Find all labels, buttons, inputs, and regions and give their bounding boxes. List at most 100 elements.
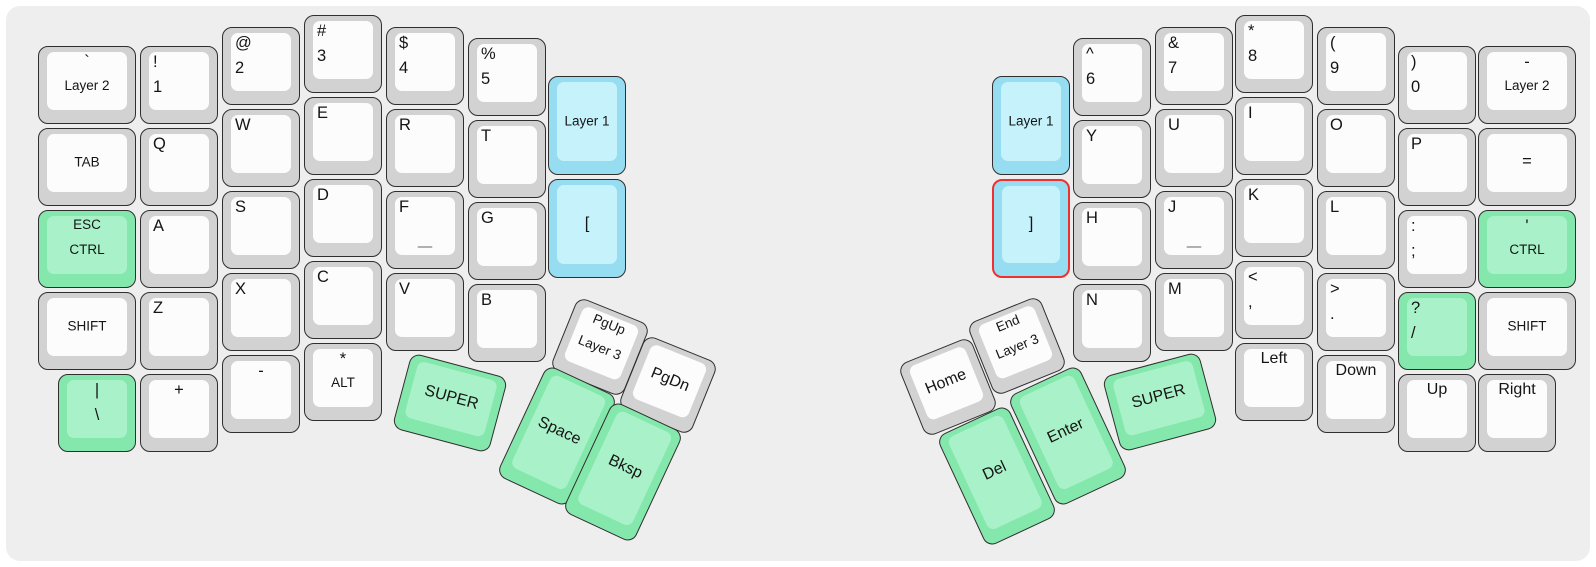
key-y[interactable]: Y [1073, 120, 1151, 198]
keycap-face: I [1244, 103, 1304, 161]
key-num-5[interactable]: %5 [468, 38, 546, 116]
key-legend: ' [1525, 217, 1529, 235]
keycap-face: SHIFT [47, 298, 127, 356]
key-arrow-up[interactable]: Up [1398, 374, 1476, 452]
key-legend: Bksp [605, 451, 646, 483]
keycap-face: M [1164, 279, 1224, 337]
key-tab[interactable]: TAB [38, 128, 136, 206]
key-legend: $ [399, 34, 409, 52]
keycap-face: %5 [477, 44, 537, 102]
key-b[interactable]: B [468, 284, 546, 362]
key-legend: P [1411, 135, 1423, 153]
key-num-8[interactable]: *8 [1235, 15, 1313, 93]
keycap-face: `Layer 2 [47, 52, 127, 110]
key-f[interactable]: F [386, 191, 464, 269]
key-period[interactable]: >. [1317, 273, 1395, 351]
key-d[interactable]: D [304, 179, 382, 257]
keycap-face: + [149, 380, 209, 438]
key-legend: + [174, 381, 184, 399]
key-q[interactable]: Q [140, 128, 218, 206]
key-quote-ctrl[interactable]: 'CTRL [1478, 210, 1576, 288]
keycap-face: SHIFT [1487, 298, 1567, 356]
key-layer1-left[interactable]: Layer 1 [548, 76, 626, 175]
keycap-face: SUPER [1111, 359, 1207, 437]
keycap-face: Z [149, 298, 209, 356]
key-layer1-right[interactable]: Layer 1 [992, 76, 1070, 175]
key-w[interactable]: W [222, 109, 300, 187]
key-num-1[interactable]: !1 [140, 46, 218, 124]
key-n[interactable]: N [1073, 284, 1151, 362]
key-legend: Q [153, 135, 166, 153]
keycap-face: C [313, 267, 373, 325]
key-shift-left[interactable]: SHIFT [38, 292, 136, 370]
key-l[interactable]: L [1317, 191, 1395, 269]
key-legend: Up [1426, 381, 1448, 398]
key-z[interactable]: Z [140, 292, 218, 370]
key-rbracket[interactable]: ] [992, 179, 1070, 278]
keycap-face: V [395, 279, 455, 337]
key-pipe-backslash[interactable]: |\ [58, 374, 136, 452]
keycap-face: T [477, 126, 537, 184]
key-comma[interactable]: <, [1235, 261, 1313, 339]
key-legend: # [317, 22, 327, 40]
key-v[interactable]: V [386, 273, 464, 351]
key-lbracket[interactable]: [ [548, 179, 626, 278]
key-arrow-right[interactable]: Right [1478, 374, 1556, 452]
key-g[interactable]: G [468, 202, 546, 280]
keycap-face: = [1487, 134, 1567, 192]
keycap-face: SUPER [403, 360, 499, 438]
key-num-3[interactable]: #3 [304, 15, 382, 93]
key-arrow-left[interactable]: Left [1235, 343, 1313, 421]
key-legend: / [1411, 323, 1416, 342]
key-legend: SHIFT [1507, 318, 1547, 334]
key-legend: D [317, 186, 329, 204]
key-i[interactable]: I [1235, 97, 1313, 175]
key-c[interactable]: C [304, 261, 382, 339]
key-num-9[interactable]: (9 [1317, 27, 1395, 105]
key-k[interactable]: K [1235, 179, 1313, 257]
key-x[interactable]: X [222, 273, 300, 351]
key-a[interactable]: A [140, 210, 218, 288]
key-legend: : [1411, 217, 1416, 235]
keycap-face: L [1326, 197, 1386, 255]
key-legend: 6 [1086, 69, 1096, 88]
key-semicolon[interactable]: :; [1398, 210, 1476, 288]
key-legend: F [399, 198, 410, 216]
key-o[interactable]: O [1317, 109, 1395, 187]
key-grave-layer2[interactable]: `Layer 2 [38, 46, 136, 124]
key-minus-left[interactable]: - [222, 355, 300, 433]
key-shift-right[interactable]: SHIFT [1478, 292, 1576, 370]
key-r[interactable]: R [386, 109, 464, 187]
key-legend: Z [153, 299, 164, 317]
key-star-alt[interactable]: *ALT [304, 343, 382, 421]
key-num-4[interactable]: $4 [386, 27, 464, 105]
keycap-face: :; [1407, 216, 1467, 274]
key-num-6[interactable]: ^6 [1073, 38, 1151, 116]
keycap-face: J [1164, 197, 1224, 255]
key-h[interactable]: H [1073, 202, 1151, 280]
key-legend: . [1330, 304, 1335, 323]
key-arrow-down[interactable]: Down [1317, 355, 1395, 433]
key-equals[interactable]: = [1478, 128, 1576, 206]
key-u[interactable]: U [1155, 109, 1233, 187]
key-j[interactable]: J [1155, 191, 1233, 269]
keycap-face: 'CTRL [1487, 216, 1567, 274]
key-minus-layer2[interactable]: -Layer 2 [1478, 46, 1576, 124]
key-legend: Y [1086, 127, 1098, 145]
key-p[interactable]: P [1398, 128, 1476, 206]
key-question-slash[interactable]: ?/ [1398, 292, 1476, 370]
key-legend: M [1168, 280, 1182, 298]
key-t[interactable]: T [468, 120, 546, 198]
key-e[interactable]: E [304, 97, 382, 175]
key-legend: SHIFT [67, 318, 107, 334]
key-m[interactable]: M [1155, 273, 1233, 351]
key-plus[interactable]: + [140, 374, 218, 452]
keycap-face: *ALT [313, 349, 373, 407]
key-legend: - [1524, 53, 1530, 71]
key-num-7[interactable]: &7 [1155, 27, 1233, 105]
keycap-face: P [1407, 134, 1467, 192]
key-num-0[interactable]: )0 [1398, 46, 1476, 124]
key-num-2[interactable]: @2 [222, 27, 300, 105]
key-s[interactable]: S [222, 191, 300, 269]
